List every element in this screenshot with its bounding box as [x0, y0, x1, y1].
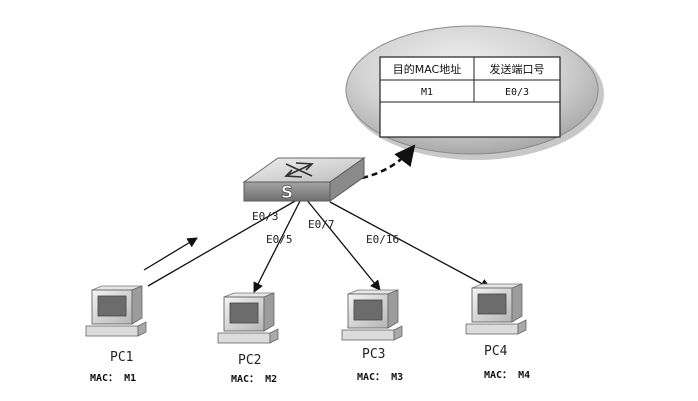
- mac-table: 目的MAC地址 发送端口号 M1 E0/3: [379, 56, 561, 138]
- port-labels: E0/3 E0/5 E0/7 E0/16: [252, 210, 399, 246]
- switch-device: S: [242, 157, 366, 203]
- pc1-mac: MAC： M1: [90, 373, 136, 384]
- computer-icon: [341, 289, 403, 341]
- port-label-e0-3: E0/3: [252, 210, 279, 223]
- pc2-mac: MAC： M2: [231, 374, 277, 385]
- table-cell-port: E0/3: [505, 87, 529, 98]
- computer-icon: [85, 285, 147, 337]
- table-header-dest-mac: 目的MAC地址: [393, 62, 462, 76]
- table-header-send-port: 发送端口号: [490, 62, 545, 76]
- switch-arrows-icon: [284, 162, 314, 178]
- link-pc4: [329, 201, 491, 289]
- pc-labels: PC1 MAC： M1 PC2 MAC： M2 PC3 MAC： M3 PC4 …: [90, 344, 530, 385]
- port-label-e0-5: E0/5: [266, 233, 293, 246]
- port-label-e0-16: E0/16: [366, 233, 399, 246]
- link-pc2: [253, 196, 303, 293]
- pc1: [85, 285, 147, 337]
- pc4: [465, 283, 527, 335]
- switch-glyph: S: [281, 183, 293, 203]
- pc2-name: PC2: [238, 353, 261, 368]
- links: [143, 196, 491, 293]
- computer-icon: [465, 283, 527, 335]
- link-pc3: [305, 198, 381, 291]
- computer-icon: [217, 292, 279, 344]
- incoming-frame-arrow: [143, 237, 198, 271]
- pc4-name: PC4: [484, 344, 508, 359]
- lookup-dashed-arrow: [361, 144, 416, 180]
- port-label-e0-7: E0/7: [308, 218, 335, 231]
- table-cell-mac: M1: [421, 87, 433, 98]
- pc3: [341, 289, 403, 341]
- pc3-mac: MAC： M3: [357, 372, 403, 383]
- link-pc1: [147, 196, 303, 287]
- pc1-name: PC1: [110, 350, 133, 365]
- mac-table-callout: 目的MAC地址 发送端口号 M1 E0/3: [345, 25, 604, 160]
- pc2: [217, 292, 279, 344]
- pc4-mac: MAC： M4: [484, 370, 530, 381]
- pc3-name: PC3: [362, 347, 385, 362]
